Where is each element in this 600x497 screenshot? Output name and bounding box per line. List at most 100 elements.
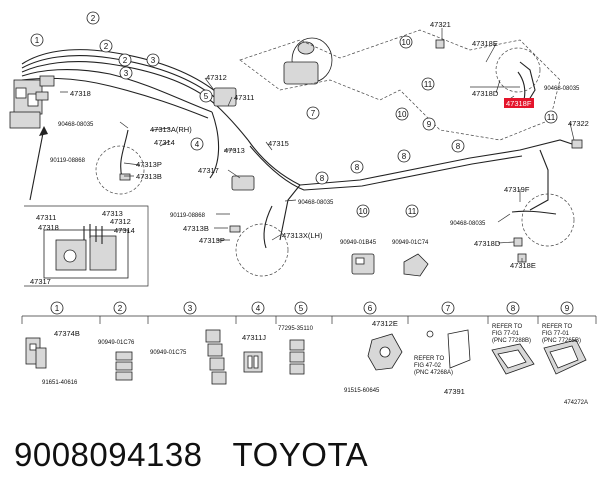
highlight-47318f: 47318F: [504, 98, 534, 108]
callout-8c: 8: [402, 152, 407, 161]
label-47318-detail: 47318: [38, 223, 59, 232]
label-47313a-rh: 47313A(RH): [150, 125, 192, 134]
connector-47322: [571, 139, 583, 149]
part-glyph-9: [543, 339, 587, 375]
detail-inset: [24, 205, 149, 287]
label-47313x-lh: 47313X(LH): [282, 231, 323, 240]
callout-2: 2: [91, 14, 96, 23]
label-90949-01c75: 90949-01C75: [150, 350, 187, 356]
label-90119-left: 90119-08868: [50, 158, 86, 164]
callout-2b: 2: [104, 42, 109, 51]
clamp-90949-01b45: [351, 253, 375, 275]
label-91651: 91651-40616: [42, 380, 78, 386]
fig-text-8: FIG 77-01: [492, 331, 520, 337]
label-47314-top: 47314: [154, 138, 175, 147]
callout-3: 3: [151, 56, 156, 65]
callout-9a: 9: [427, 120, 432, 129]
part-labels: 47318 90468-08035 47313A(RH) 47314 90119…: [30, 20, 589, 406]
label-47319f: 47319F: [504, 185, 530, 194]
label-47318d-low: 47318D: [474, 239, 501, 248]
label-47318e-top: 47318E: [472, 39, 498, 48]
callout-10a: 10: [402, 38, 411, 47]
callout-5: 5: [204, 92, 209, 101]
label-90468-left: 90468-08035: [58, 122, 94, 128]
front-brake-disc-lh: [235, 223, 289, 277]
section-3: 3: [188, 304, 193, 313]
label-47317-mid: 47317: [198, 166, 219, 175]
label-47313p-mid: 47313P: [199, 236, 225, 245]
section-8: 8: [511, 304, 516, 313]
label-47315: 47315: [268, 139, 289, 148]
label-90949-01b45: 90949-01B45: [340, 240, 377, 246]
pnc-text-8: (PNC 77288B): [492, 338, 531, 344]
label-47311j: 47311J: [242, 333, 266, 342]
brand-name: TOYOTA: [232, 436, 369, 473]
connector-47321: [435, 39, 445, 49]
brake-hose-lh: [263, 205, 273, 249]
label-91515: 91515-60645: [344, 388, 380, 394]
part-glyph-2: [115, 351, 133, 381]
label-47318e-low: 47318E: [510, 261, 536, 270]
rear-brake-disc-rh: [521, 193, 575, 247]
section-4: 4: [256, 304, 261, 313]
callout-10d: 10: [359, 207, 368, 216]
label-47322: 47322: [568, 119, 589, 128]
callout-3b: 3: [124, 69, 129, 78]
label-47311: 47311: [234, 93, 254, 102]
arrow-head: [39, 126, 48, 136]
label-47317-detail: 47317: [30, 277, 51, 286]
label-90468-right: 90468-08035: [544, 86, 580, 92]
label-47318-top: 47318: [70, 89, 91, 98]
rear-brake-disc-lh: [495, 47, 541, 93]
label-90468-mid: 90468-08035: [298, 200, 334, 206]
callout-1: 1: [35, 36, 40, 45]
callout-11b: 11: [547, 113, 556, 122]
fig-text-7: FIG 47-02: [414, 363, 442, 369]
fitting-47313b-lh: [229, 225, 241, 233]
brake-master-cylinder: [283, 37, 333, 85]
label-47374b: 47374B: [54, 329, 80, 338]
section-9: 9: [565, 304, 570, 313]
label-90949-01c74: 90949-01C74: [392, 240, 429, 246]
callout-11d: 11: [408, 207, 417, 216]
label-77295: 77295-35110: [278, 326, 314, 332]
label-47312-detail: 47312: [110, 217, 131, 226]
refer-text-8: REFER TO: [492, 324, 522, 330]
callout-circles: 1 2 2 2 3 3 5 4 7 8 8 8 8 10 11 10 9 11 …: [30, 11, 574, 315]
section-2: 2: [118, 304, 123, 313]
refer-text-7: REFER TO: [414, 356, 444, 362]
brake-hose-rh: [120, 129, 129, 179]
callout-10b: 10: [398, 110, 407, 119]
part-number: 9008094138: [14, 436, 203, 473]
callout-7: 7: [311, 109, 316, 118]
parts-row-dividers: [21, 315, 597, 324]
label-47313-detail: 47313: [102, 209, 123, 218]
pointer-arrow: [29, 127, 45, 201]
pnc-text-7: (PNC 47268A): [414, 370, 453, 376]
label-47312e: 47312E: [372, 319, 398, 328]
part-glyph-3: [205, 329, 227, 385]
part-glyph-4: [243, 351, 263, 373]
callout-8a: 8: [320, 174, 325, 183]
rear-hose-rh: [511, 210, 557, 215]
label-47312: 47312: [206, 73, 227, 82]
bracket-47317: [231, 175, 255, 191]
callout-11a: 11: [424, 80, 433, 89]
pnc-text-9: (PNC 77265B): [542, 338, 581, 344]
label-47313b-left: 47313B: [136, 172, 162, 181]
section-6: 6: [368, 304, 373, 313]
callout-4: 4: [195, 140, 200, 149]
section-7: 7: [446, 304, 451, 313]
part-glyph-6: [367, 333, 403, 371]
refer-text-9: REFER TO: [542, 324, 572, 330]
diagram-code: 474272A: [564, 400, 588, 406]
label-47313p: 47313P: [136, 160, 162, 169]
part-glyph-7: [426, 329, 471, 369]
fitting-47318d: [513, 237, 523, 247]
front-brake-disc-rh: [95, 145, 145, 195]
label-47313b-mid: 47313B: [183, 224, 209, 233]
label-47313-mid: 47313: [224, 146, 245, 155]
label-47318d-top: 47318D: [472, 89, 499, 98]
abs-actuator: [9, 75, 55, 129]
